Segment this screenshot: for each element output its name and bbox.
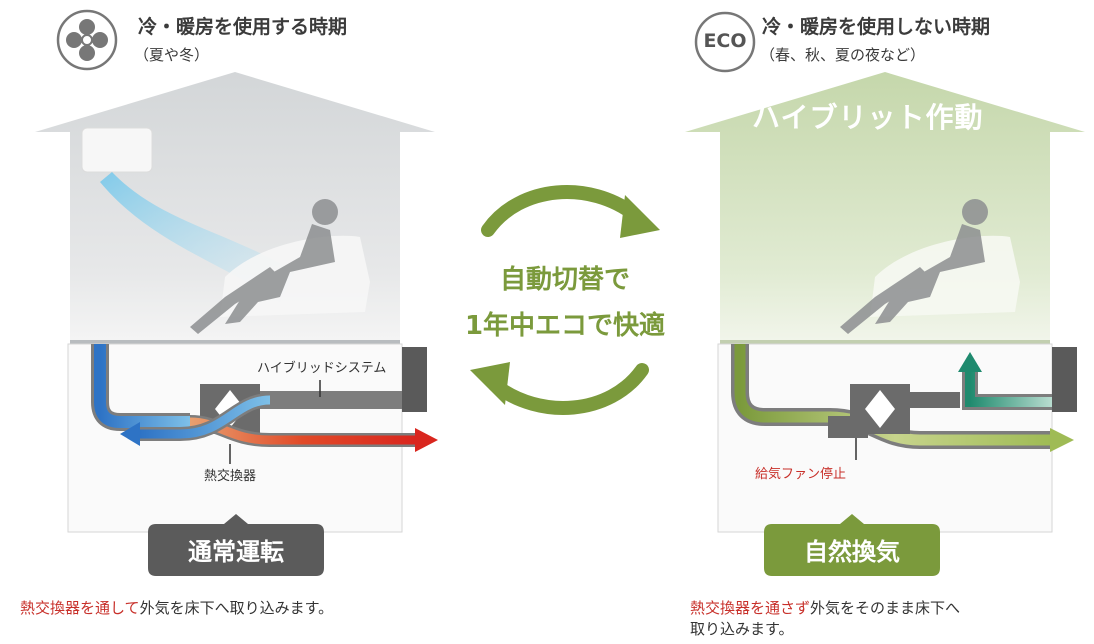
center-line-2: 1年中エコで快適 bbox=[464, 311, 666, 341]
right-caption-text-1: 外気をそのまま床下へ bbox=[810, 599, 961, 617]
right-house bbox=[685, 72, 1085, 533]
cycle-arrows bbox=[470, 185, 660, 415]
right-caption-text-2: 取り込みます。 bbox=[690, 620, 794, 638]
heat-exchanger-label: 熱交換器 bbox=[204, 469, 257, 484]
fan-icon bbox=[55, 8, 119, 72]
left-caption-emphasis: 熱交換器を通して bbox=[20, 599, 140, 617]
natural-ventilation-badge: 自然換気 bbox=[764, 514, 940, 576]
right-caption-emphasis: 熱交換器を通さず bbox=[690, 599, 811, 617]
normal-operation-badge: 通常運転 bbox=[148, 514, 324, 576]
eco-icon: ECO bbox=[693, 10, 757, 74]
natural-ventilation-label: 自然換気 bbox=[804, 538, 900, 566]
eco-icon-text: ECO bbox=[703, 30, 747, 52]
left-caption: 熱交換器を通して外気を床下へ取り込みます。 bbox=[20, 598, 420, 619]
left-subtitle: （夏や冬） bbox=[134, 46, 210, 64]
normal-operation-label: 通常運転 bbox=[188, 538, 284, 566]
hybrid-operation-label: ハイブリット作動 bbox=[752, 101, 984, 134]
left-house bbox=[35, 72, 438, 533]
supply-fan-stop-label: 給気ファン停止 bbox=[755, 467, 847, 482]
right-subtitle: （春、秋、夏の夜など） bbox=[760, 46, 926, 64]
left-caption-text: 外気を床下へ取り込みます。 bbox=[139, 599, 334, 617]
center-line-1: 自動切替で bbox=[499, 265, 630, 295]
right-title: 冷・暖房を使用しない時期 bbox=[762, 16, 991, 38]
hybrid-system-label: ハイブリッドシステム bbox=[257, 361, 387, 376]
right-caption: 熱交換器を通さず外気をそのまま床下へ 取り込みます。 bbox=[690, 598, 1090, 640]
left-title: 冷・暖房を使用する時期 bbox=[138, 16, 348, 38]
